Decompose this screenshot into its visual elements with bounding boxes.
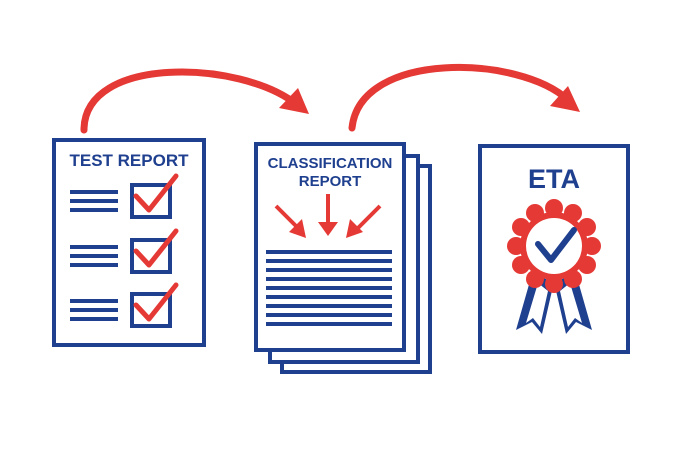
checkmark-icon [133,282,179,322]
eta-title: ETA [528,164,580,194]
checklist-row [70,282,179,328]
checkmark-icon [133,173,179,213]
checklist-row [70,173,179,219]
checkmark-icon [133,228,179,268]
award-rosette-icon [507,199,601,334]
text-lines-icon [266,250,392,326]
converging-arrows-icon [274,194,382,238]
flow-arrow-2 [348,63,580,132]
eta-document: ETA [478,144,630,354]
classification-report-document: CLASSIFICATION REPORT [254,142,432,374]
checkmark-icon [535,227,577,263]
checklist-icon [70,173,179,328]
flow-arrow-1 [80,68,309,134]
arrowhead-icon [279,88,309,114]
classification-report-title-line-2: REPORT [299,173,362,190]
test-report-document: TEST REPORT [52,138,206,347]
checklist-row [70,228,179,274]
arrowhead-icon [550,86,580,112]
test-report-title: TEST REPORT [69,151,189,170]
classification-report-title-line-1: CLASSIFICATION [268,155,393,172]
